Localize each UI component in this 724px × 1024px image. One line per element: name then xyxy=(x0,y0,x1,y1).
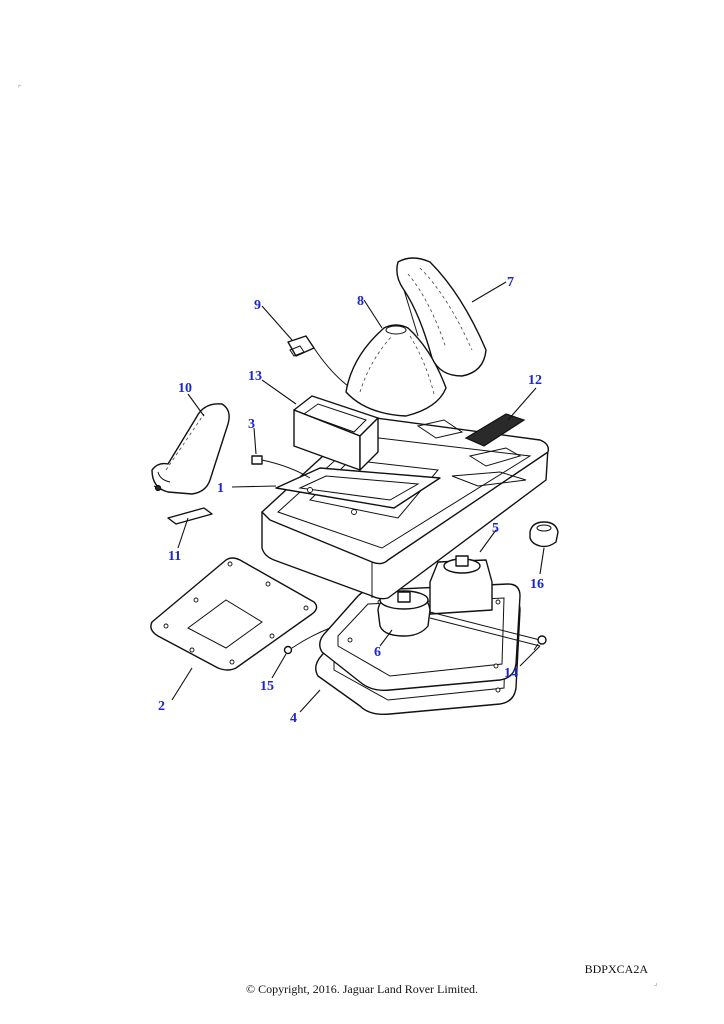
part-3-clip xyxy=(251,455,311,479)
mechanism-assembly xyxy=(377,555,541,647)
part-7-lever-gaiter xyxy=(396,257,487,377)
part-13-storage-box xyxy=(293,395,379,471)
part-9-bracket xyxy=(287,335,349,387)
callout-5: 5 xyxy=(492,521,499,536)
part-15-screw xyxy=(283,627,331,655)
part-1-insert-plate xyxy=(275,467,441,515)
callout-9: 9 xyxy=(254,298,261,313)
part-12-switch-panel xyxy=(464,413,526,447)
leader-lines xyxy=(171,281,545,713)
callout-12: 12 xyxy=(528,373,542,388)
callout-13: 13 xyxy=(248,369,262,384)
part-14-screw xyxy=(533,635,547,651)
reference-code: BDPXCA2A xyxy=(584,962,648,976)
callout-16: 16 xyxy=(530,577,544,592)
part-8-gear-gaiter xyxy=(345,324,447,417)
part-2-trim-panel xyxy=(150,557,318,671)
callout-2: 2 xyxy=(158,699,165,714)
part-11-plate xyxy=(167,507,213,525)
copyright-notice: © Copyright, 2016. Jaguar Land Rover Lim… xyxy=(245,982,479,996)
callout-6: 6 xyxy=(374,645,381,660)
crop-mark-bottom-right: ⌟ xyxy=(654,978,658,987)
callout-15: 15 xyxy=(260,679,274,694)
callout-1: 1 xyxy=(217,481,224,496)
crop-mark-top-left: ⌜ xyxy=(18,84,22,93)
part-10-handbrake-gaiter xyxy=(151,403,230,495)
callout-11: 11 xyxy=(168,549,181,564)
callout-3: 3 xyxy=(248,417,255,432)
part-16-knob xyxy=(529,521,559,548)
callout-10: 10 xyxy=(178,381,192,396)
callout-7: 7 xyxy=(507,275,514,290)
callout-8: 8 xyxy=(357,294,364,309)
callout-4: 4 xyxy=(290,711,297,726)
callouts: 1 2 3 4 5 6 7 8 9 10 11 12 13 14 15 16 xyxy=(158,275,544,726)
callout-14: 14 xyxy=(504,666,518,681)
